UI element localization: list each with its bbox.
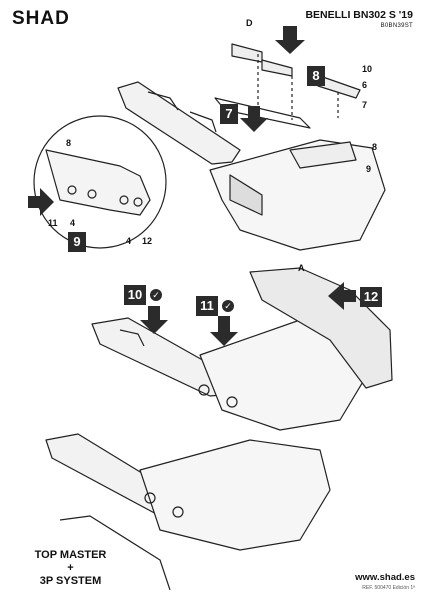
- rack-plate-top: [117, 81, 241, 165]
- note-line-2: 3P SYSTEM: [39, 575, 102, 587]
- ok-icon: ✓: [150, 289, 162, 301]
- model-code: B0BN39ST: [380, 23, 413, 29]
- topcase-handle: [59, 515, 171, 591]
- callout-10: 10: [362, 64, 373, 74]
- callout-8-detail: 8: [66, 138, 72, 148]
- reference-code: REF. 500470 Edición 1ª: [362, 585, 415, 591]
- bracket-top: [231, 43, 263, 63]
- callout-9: 9: [366, 164, 372, 174]
- step-8-label: 8: [307, 66, 325, 86]
- callout-11: 11: [48, 218, 58, 228]
- ok-icon: ✓: [222, 300, 234, 312]
- accessory-note: TOP MASTER + 3P SYSTEM: [8, 549, 133, 588]
- callout-7: 7: [362, 100, 368, 110]
- brand-logo: SHAD: [12, 8, 70, 29]
- note-plus: +: [67, 562, 74, 574]
- model-title: BENELLI BN302 S '19: [305, 9, 413, 21]
- callout-6: 6: [362, 80, 368, 90]
- callout-a: A: [298, 263, 305, 273]
- arrow-left-12: [328, 282, 356, 310]
- step-10-label: 10: [124, 285, 146, 305]
- step-12-label: 12: [360, 287, 382, 307]
- arrow-down-1: [275, 26, 305, 54]
- callout-4-left: 4: [70, 218, 76, 228]
- website-url: www.shad.es: [355, 572, 415, 583]
- seat: [249, 267, 393, 389]
- bike-tail-bottom: [139, 439, 331, 551]
- callout-4-right: 4: [126, 236, 132, 246]
- arrow-down-11: [210, 316, 238, 346]
- arrow-down-2: [240, 106, 268, 132]
- arrow-down-10: [140, 306, 168, 334]
- callout-8-top: 8: [372, 142, 378, 152]
- step-7-label: 7: [220, 104, 238, 124]
- bike-tail-top: [209, 139, 386, 251]
- callout-d: D: [246, 18, 253, 28]
- step-11-label: 11: [196, 296, 218, 316]
- step-9-label: 9: [68, 232, 86, 252]
- callout-12: 12: [142, 236, 153, 246]
- note-line-1: TOP MASTER: [34, 549, 107, 561]
- arrow-right-1: [28, 188, 54, 216]
